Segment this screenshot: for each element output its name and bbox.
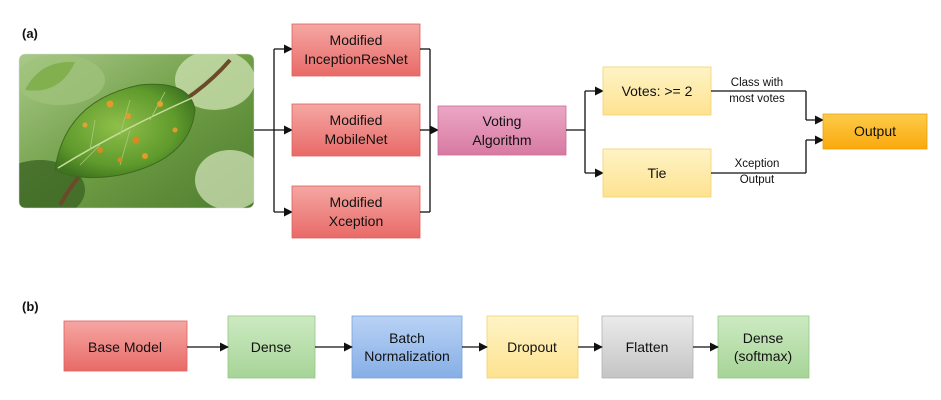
- tie-box: Tie: [602, 148, 712, 198]
- model-box-xception: Modified Xception: [291, 185, 421, 239]
- voting-to-decision-connector: [566, 86, 604, 178]
- model-box-xception-line2: Xception: [329, 213, 383, 229]
- class-with-most-votes-line1: Class with: [731, 77, 783, 89]
- step-box-dense-softmax: Dense (softmax): [717, 315, 810, 379]
- model-box-xception-line1: Modified: [330, 194, 383, 210]
- model-box-mobilenet: Modified MobileNet: [291, 103, 421, 157]
- step-box-batch-normalization: Batch Normalization: [351, 315, 463, 379]
- model-box-inceptionresnet: Modified InceptionResNet: [291, 23, 421, 77]
- panel-a-label: (a): [22, 26, 38, 41]
- step-dropout-label: Dropout: [507, 339, 557, 355]
- step-box-dense: Dense: [227, 315, 316, 379]
- decision-to-output-connector: [711, 90, 824, 174]
- votes-threshold-label: Votes: >= 2: [622, 83, 693, 99]
- step-dense-softmax-line2: (softmax): [734, 348, 792, 364]
- voting-algorithm-line1: Voting: [483, 113, 522, 129]
- step-flatten-label: Flatten: [626, 339, 669, 355]
- class-with-most-votes-line2: most votes: [729, 93, 785, 105]
- step-box-base-model: Base Model: [63, 320, 188, 372]
- model-box-mobilenet-line1: Modified: [330, 112, 383, 128]
- output-box: Output: [822, 113, 928, 150]
- step-dense-softmax-line1: Dense: [743, 330, 784, 346]
- step-batch-normalization-line1: Batch: [389, 330, 425, 346]
- model-box-mobilenet-line2: MobileNet: [324, 131, 387, 147]
- output-label: Output: [854, 123, 896, 139]
- models-to-voting-connector: [420, 48, 439, 213]
- model-box-inceptionresnet-line1: Modified: [330, 32, 383, 48]
- xception-output-note-line2: Output: [740, 174, 775, 186]
- step-box-dropout: Dropout: [486, 315, 579, 379]
- step-box-flatten: Flatten: [601, 315, 694, 379]
- xception-output-note-line1: Xception: [735, 158, 780, 170]
- leaf-photo: [19, 54, 254, 208]
- step-base-model-label: Base Model: [88, 339, 162, 355]
- model-box-inceptionresnet-line2: InceptionResNet: [304, 51, 408, 67]
- tie-label: Tie: [648, 165, 667, 181]
- voting-algorithm-box: Voting Algorithm: [437, 105, 567, 156]
- step-dense-label: Dense: [251, 339, 292, 355]
- votes-threshold-box: Votes: >= 2: [602, 66, 712, 116]
- panel-b-label: (b): [22, 299, 39, 314]
- step-batch-normalization-line2: Normalization: [364, 348, 450, 364]
- leaf-photo-frame: [18, 53, 255, 209]
- voting-algorithm-line2: Algorithm: [472, 132, 531, 148]
- photo-to-models-connector: [254, 44, 293, 217]
